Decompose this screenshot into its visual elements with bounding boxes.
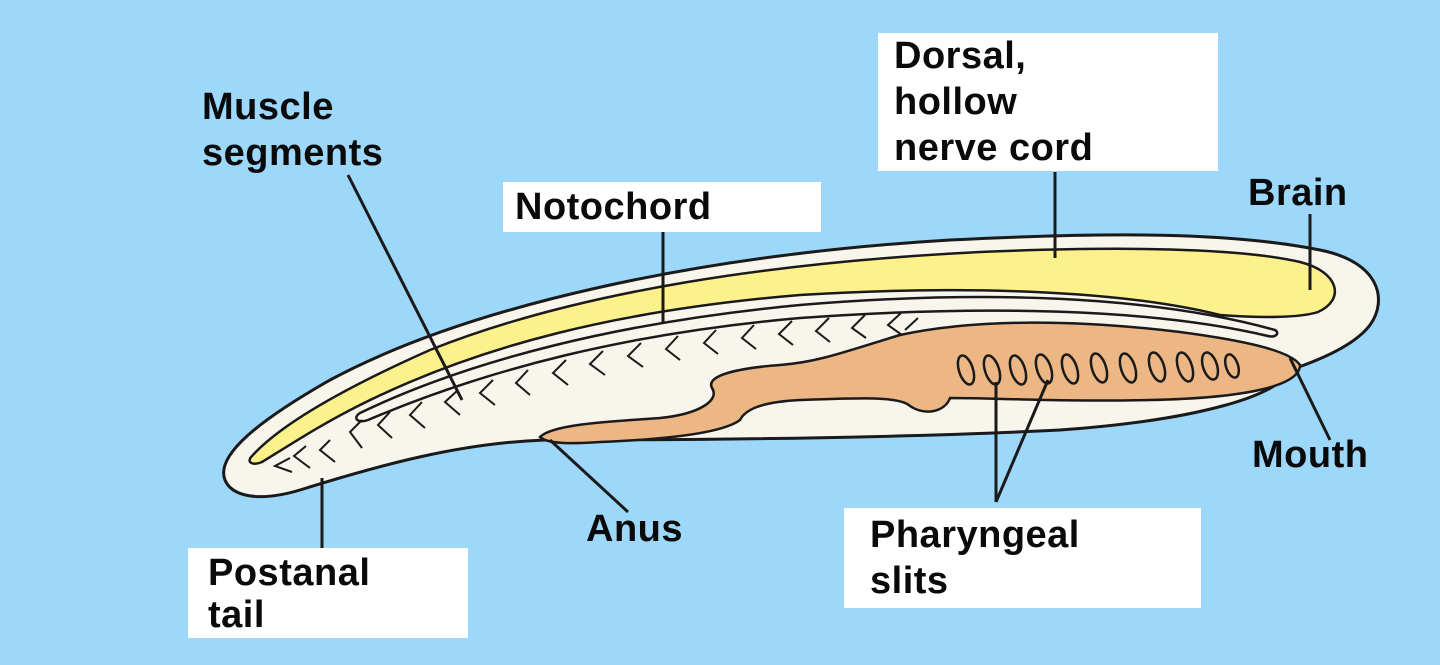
chevron — [551, 359, 569, 386]
chevron — [626, 342, 644, 368]
slit — [1034, 353, 1054, 385]
muscle-segments-group — [272, 312, 919, 473]
label-pharyngeal-slits: Pharyngeal slits — [844, 508, 1201, 608]
leader-slits-b — [994, 379, 1050, 503]
chevron — [814, 317, 831, 343]
notochord-shape — [355, 295, 1279, 423]
chevron — [376, 411, 393, 439]
leader-mouth — [1288, 357, 1332, 441]
slit — [1089, 352, 1109, 384]
slit — [1008, 354, 1028, 386]
chevron — [272, 457, 293, 473]
label-dorsal-nerve-cord: Dorsal, hollow nerve cord — [878, 33, 1218, 171]
chevron — [777, 320, 794, 346]
chevron — [664, 335, 681, 361]
chevron — [348, 419, 363, 449]
slit — [1175, 351, 1195, 383]
chevron — [443, 389, 461, 416]
chevron — [904, 317, 919, 331]
label-anus: Anus — [586, 508, 683, 550]
slit — [1118, 352, 1138, 384]
slit — [1060, 353, 1080, 385]
leader-muscle-segments — [346, 174, 464, 401]
slit — [1147, 351, 1167, 383]
pharyngeal-slits-group — [956, 351, 1241, 386]
chevron — [292, 445, 311, 469]
label-notochord: Notochord — [503, 182, 821, 232]
slit — [1223, 353, 1241, 379]
nerve-cord-shape — [248, 247, 1337, 465]
chevron — [850, 314, 867, 339]
label-postanal-tail: Postanal tail — [188, 548, 468, 638]
chevron — [318, 439, 336, 463]
chevron — [886, 312, 903, 336]
slit — [1200, 351, 1220, 381]
chevron — [478, 379, 496, 406]
leader-lines — [320, 172, 1332, 548]
label-muscle-segments: Muscle segments — [202, 86, 384, 174]
chevron — [740, 324, 757, 350]
leader-anus — [548, 438, 630, 514]
gut-shape — [538, 321, 1302, 445]
slit — [956, 354, 976, 386]
label-mouth: Mouth — [1252, 434, 1369, 476]
chevron — [702, 329, 719, 355]
chevron — [588, 350, 606, 376]
label-brain: Brain — [1248, 172, 1348, 214]
chevron — [514, 369, 531, 396]
chevron — [408, 401, 426, 429]
